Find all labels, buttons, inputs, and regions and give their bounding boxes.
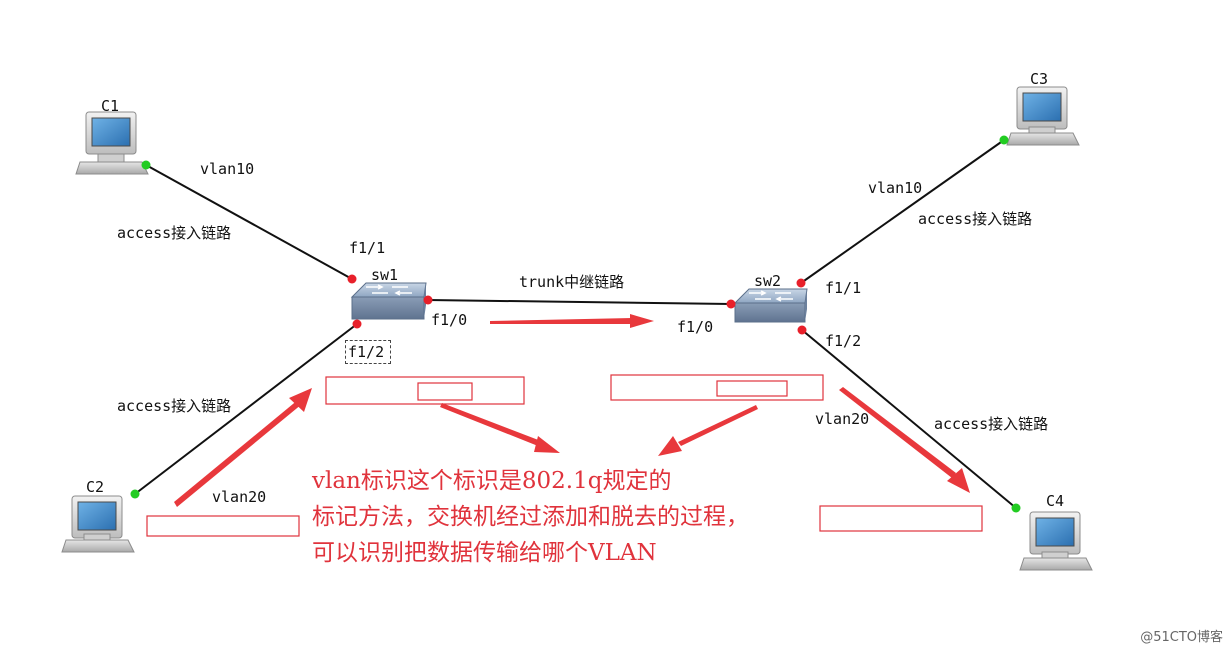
port-dot-c3 [999, 135, 1009, 145]
port-dot-c2 [130, 489, 140, 499]
port-dot-sw1-f11 [347, 274, 357, 284]
frame-tag-box-sw1 [417, 382, 473, 401]
link-label-c2-type: access接入链路 [117, 397, 232, 415]
computer-icon[interactable] [1019, 511, 1093, 571]
port-label-sw1-f11: f1/1 [349, 239, 386, 257]
link-label-c4-type: access接入链路 [934, 415, 1049, 433]
link-c2-sw1 [134, 323, 358, 495]
computer-icon[interactable] [75, 111, 149, 175]
frame-box-c2 [146, 515, 300, 537]
node-label-c2: C2 [86, 478, 105, 496]
arrow-frame-sw2-to-note [658, 405, 758, 456]
port-dot-sw2-f10 [726, 299, 736, 309]
link-label-c4-vlan: vlan20 [815, 410, 870, 428]
link-c3-sw2 [800, 139, 1005, 284]
port-dot-c4 [1011, 503, 1021, 513]
link-label-c1-type: access接入链路 [117, 224, 232, 242]
frame-box-sw1 [325, 376, 525, 405]
port-label-sw2-f12: f1/2 [825, 332, 862, 350]
watermark: @51CTO博客 [1140, 630, 1223, 645]
link-label-c3-vlan: vlan10 [868, 179, 923, 197]
port-dot-sw2-f11 [796, 278, 806, 288]
frame-box-sw2 [610, 374, 824, 401]
port-dot-sw1-f10 [423, 295, 433, 305]
frame-tag-box-sw2 [716, 380, 788, 397]
link-c1-sw1 [145, 164, 353, 280]
port-dot-sw2-f12 [797, 325, 807, 335]
arrow-trunk-direction [490, 314, 654, 328]
port-label-sw1-f10: f1/0 [431, 311, 468, 329]
computer-icon[interactable] [61, 495, 135, 553]
port-label-sw1-f12: f1/2 [348, 343, 385, 361]
link-label-trunk: trunk中继链路 [519, 273, 625, 291]
port-highlight-box [345, 340, 391, 364]
switch-icon[interactable] [350, 282, 427, 320]
arrow-frame-sw1-to-note [440, 403, 560, 453]
arrow-sw2-to-c4 [839, 387, 970, 493]
annotation-line-1: vlan标识这个标识是802.1q规定的 [312, 468, 672, 494]
node-label-c3: C3 [1030, 70, 1049, 88]
frame-box-c4 [819, 505, 983, 532]
switch-icon[interactable] [733, 288, 808, 323]
link-label-c3-type: access接入链路 [918, 210, 1033, 228]
arrow-c2-to-sw1 [174, 388, 312, 507]
annotation-line-3: 可以识别把数据传输给哪个VLAN [312, 540, 657, 566]
link-label-c2-vlan: vlan20 [212, 488, 267, 506]
port-label-sw2-f10: f1/0 [677, 318, 714, 336]
node-label-sw1: sw1 [371, 266, 399, 284]
node-label-c1: C1 [101, 97, 120, 115]
port-dot-sw1-f12 [352, 319, 362, 329]
link-label-c1-vlan: vlan10 [200, 160, 255, 178]
annotation-line-2: 标记方法，交换机经过添加和脱去的过程， [312, 504, 749, 530]
link-sw1-sw2-trunk [427, 299, 732, 305]
node-label-c4: C4 [1046, 492, 1065, 510]
port-dot-c1 [141, 160, 151, 170]
node-label-sw2: sw2 [754, 272, 782, 290]
link-c4-sw2 [801, 329, 1017, 509]
computer-icon[interactable] [1006, 86, 1080, 146]
port-label-sw2-f11: f1/1 [825, 279, 862, 297]
